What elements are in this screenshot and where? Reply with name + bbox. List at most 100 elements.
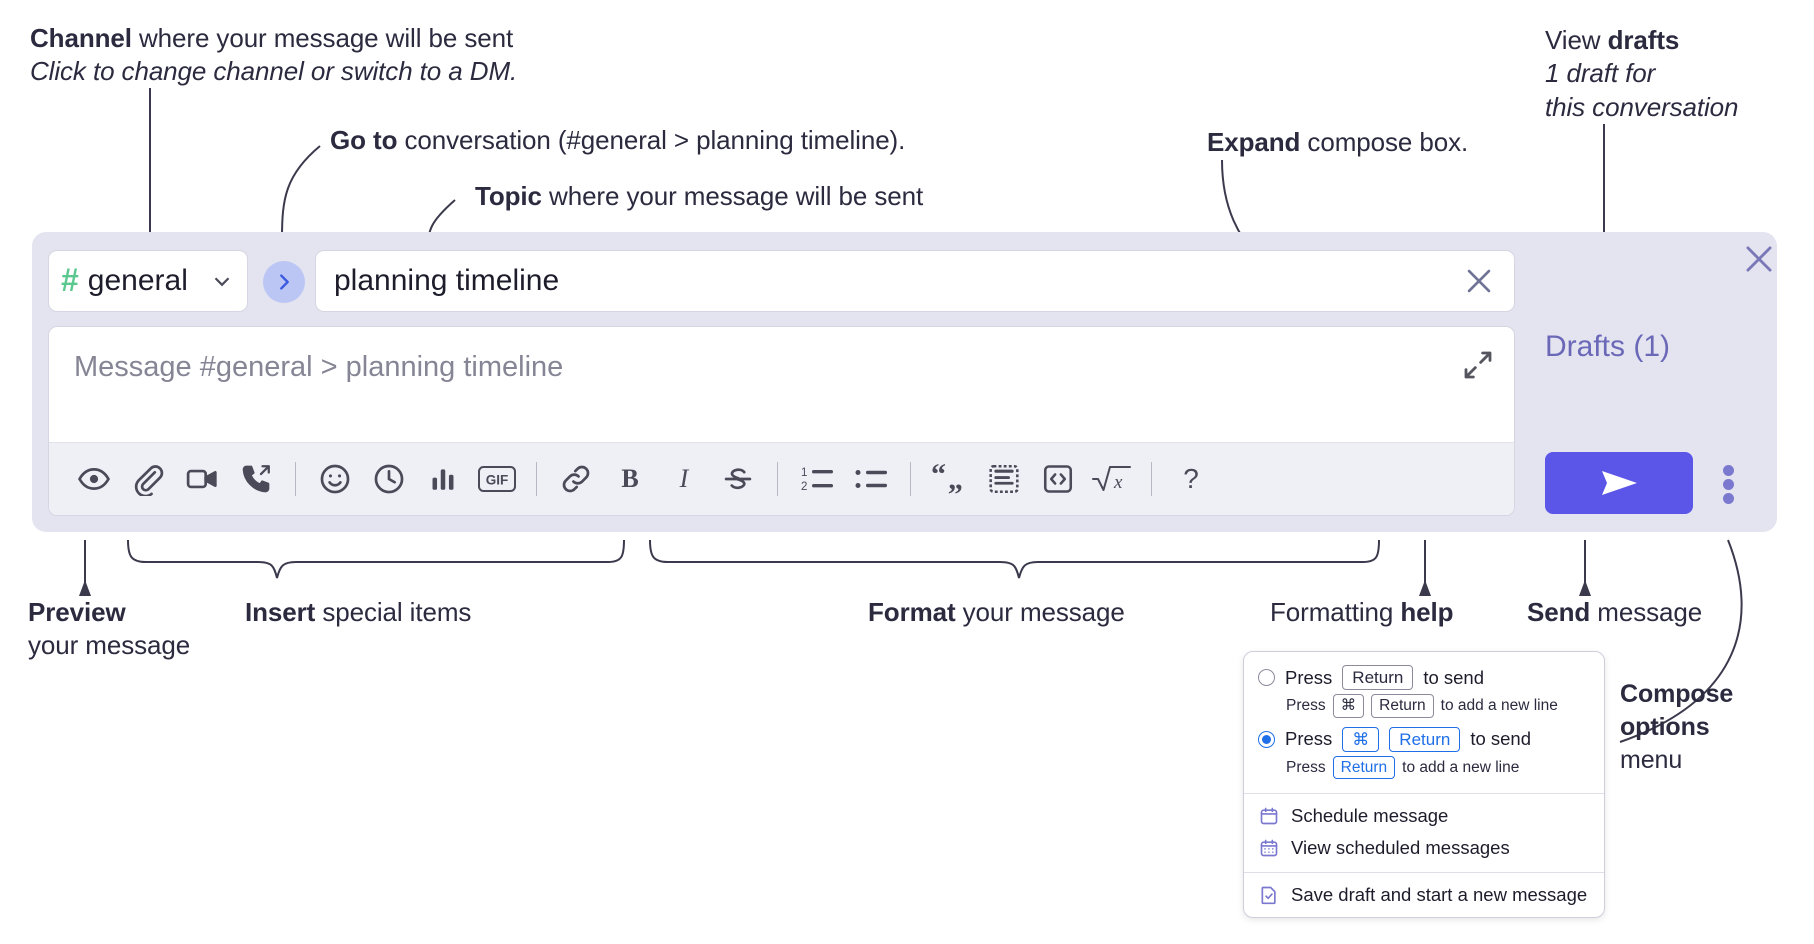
radio-post: to send — [1423, 666, 1485, 688]
strikethrough-icon[interactable] — [711, 452, 765, 506]
topic-input[interactable]: planning timeline — [315, 250, 1515, 312]
annotation-drafts-italic2: this conversation — [1545, 91, 1739, 122]
phone-forward-icon[interactable] — [229, 452, 283, 506]
menu-radio-return-to-send[interactable]: Press Return to send — [1244, 662, 1604, 693]
paperclip-icon[interactable] — [121, 452, 175, 506]
channel-name: general — [87, 264, 188, 297]
blockquote-icon[interactable]: “ „ — [923, 452, 977, 506]
goto-conversation-button[interactable] — [263, 261, 305, 303]
menu-item-label: Save draft and start a new message — [1291, 884, 1588, 906]
toolbar-divider — [1151, 462, 1152, 496]
annotation-format-rest: your message — [955, 597, 1125, 627]
calendar-grid-icon — [1258, 837, 1280, 859]
svg-text:B: B — [621, 464, 638, 493]
svg-text:I: I — [679, 464, 690, 493]
close-icon[interactable] — [1462, 264, 1496, 298]
radio-pre: Press — [1285, 666, 1333, 688]
ordered-list-icon[interactable]: 1 2 — [790, 452, 844, 506]
kebab-dot — [1722, 492, 1734, 504]
question-mark-icon[interactable]: ? — [1164, 452, 1218, 506]
channel-selector[interactable]: # general — [48, 250, 248, 312]
sub-pre: Press — [1286, 758, 1326, 776]
bar-chart-icon[interactable] — [416, 452, 470, 506]
more-vertical-icon[interactable] — [1710, 458, 1746, 510]
annotation-compose-rest: menu — [1620, 746, 1683, 774]
menu-item-save-draft[interactable]: Save draft and start a new message — [1244, 879, 1604, 911]
annotation-send-rest: message — [1590, 597, 1703, 627]
radio-post: to send — [1470, 728, 1532, 750]
key-command: ⌘ — [1342, 726, 1380, 752]
annotation-preview-line2: your message — [28, 630, 191, 661]
annotation-compose-bold1: Compose — [1620, 680, 1734, 708]
calendar-icon — [1258, 805, 1280, 827]
send-button[interactable] — [1545, 452, 1693, 514]
annotation-goto-rest: conversation (#general > planning timeli… — [397, 125, 906, 155]
message-input-box[interactable]: Message #general > planning timeline — [48, 326, 1515, 516]
emoji-icon[interactable] — [308, 452, 362, 506]
annotation-drafts: View drafts 1 draft for this conversatio… — [1545, 24, 1814, 124]
annotation-insert-rest: special items — [315, 597, 472, 627]
kebab-dot — [1722, 464, 1734, 476]
radio-icon-selected — [1258, 730, 1275, 748]
sub-post: to add a new line — [1440, 696, 1558, 714]
annotation-channel-rest: where your message will be sent — [131, 23, 514, 53]
clock-icon[interactable] — [362, 452, 416, 506]
menu-item-view-scheduled-messages[interactable]: View scheduled messages — [1244, 832, 1604, 864]
chevron-down-icon — [209, 268, 235, 294]
svg-text:„: „ — [948, 463, 963, 496]
annotation-insert-bold: Insert — [245, 597, 316, 627]
code-icon[interactable] — [1031, 452, 1085, 506]
annotation-compose-options: Compose options menu — [1620, 678, 1810, 777]
gif-icon[interactable]: GIF — [470, 452, 524, 506]
annotation-expand-bold: Expand — [1207, 127, 1301, 157]
toolbar-divider — [777, 462, 778, 496]
svg-text:“: “ — [931, 462, 946, 491]
menu-radio-cmd-return-to-send[interactable]: Press ⌘ Return to send — [1244, 724, 1604, 755]
svg-text:2: 2 — [801, 481, 807, 493]
menu-subtext-newline-2: Press Return to add a new line — [1244, 755, 1604, 785]
annotation-topic-bold: Topic — [475, 181, 542, 211]
formatting-toolbar: GIF B I 1 2 — [49, 442, 1514, 515]
annotation-preview: Preview your message — [28, 596, 268, 663]
annotation-help-pre: Formatting — [1270, 597, 1401, 627]
eye-icon[interactable] — [67, 452, 121, 506]
topic-value: planning timeline — [334, 264, 560, 297]
hash-icon: # — [61, 262, 79, 298]
radio-icon — [1258, 669, 1275, 687]
annotation-help: Formatting help — [1270, 596, 1520, 629]
menu-item-label: View scheduled messages — [1291, 837, 1510, 859]
annotation-channel-italic: Click to change channel or switch to a D… — [30, 56, 518, 87]
italic-icon[interactable]: I — [657, 452, 711, 506]
annotation-goto-bold: Go to — [330, 125, 398, 155]
annotation-drafts-italic1: 1 draft for — [1545, 58, 1656, 89]
annotation-insert: Insert special items — [245, 596, 575, 629]
annotation-expand: Expand compose box. — [1207, 126, 1627, 159]
bulleted-list-icon[interactable] — [844, 452, 898, 506]
annotation-format-bold: Format — [868, 597, 956, 627]
svg-text:1: 1 — [801, 467, 807, 479]
video-camera-icon[interactable] — [175, 452, 229, 506]
menu-divider — [1244, 872, 1604, 874]
link-icon[interactable] — [549, 452, 603, 506]
key-return: Return — [1332, 755, 1396, 780]
code-block-icon[interactable] — [977, 452, 1031, 506]
math-icon[interactable]: x — [1085, 452, 1139, 506]
annotation-channel: Channel where your message will be sent … — [30, 22, 650, 89]
close-icon[interactable] — [1740, 240, 1778, 278]
expand-diagonal-icon[interactable] — [1462, 349, 1494, 381]
svg-text:GIF: GIF — [486, 473, 509, 488]
document-check-icon — [1258, 884, 1280, 906]
bold-icon[interactable]: B — [603, 452, 657, 506]
annotation-send: Send message — [1527, 596, 1787, 629]
annotation-expand-rest: compose box. — [1300, 127, 1469, 157]
kebab-dot — [1722, 478, 1734, 490]
toolbar-divider — [295, 462, 296, 496]
drafts-link[interactable]: Drafts (1) — [1545, 330, 1671, 363]
menu-item-schedule-message[interactable]: Schedule message — [1244, 800, 1604, 832]
toolbar-divider — [536, 462, 537, 496]
annotation-send-bold: Send — [1527, 597, 1591, 627]
svg-text:x: x — [1113, 472, 1123, 493]
annotation-compose-bold2: options — [1620, 713, 1710, 741]
chevron-right-icon — [273, 271, 295, 293]
paper-plane-icon — [1594, 463, 1644, 503]
